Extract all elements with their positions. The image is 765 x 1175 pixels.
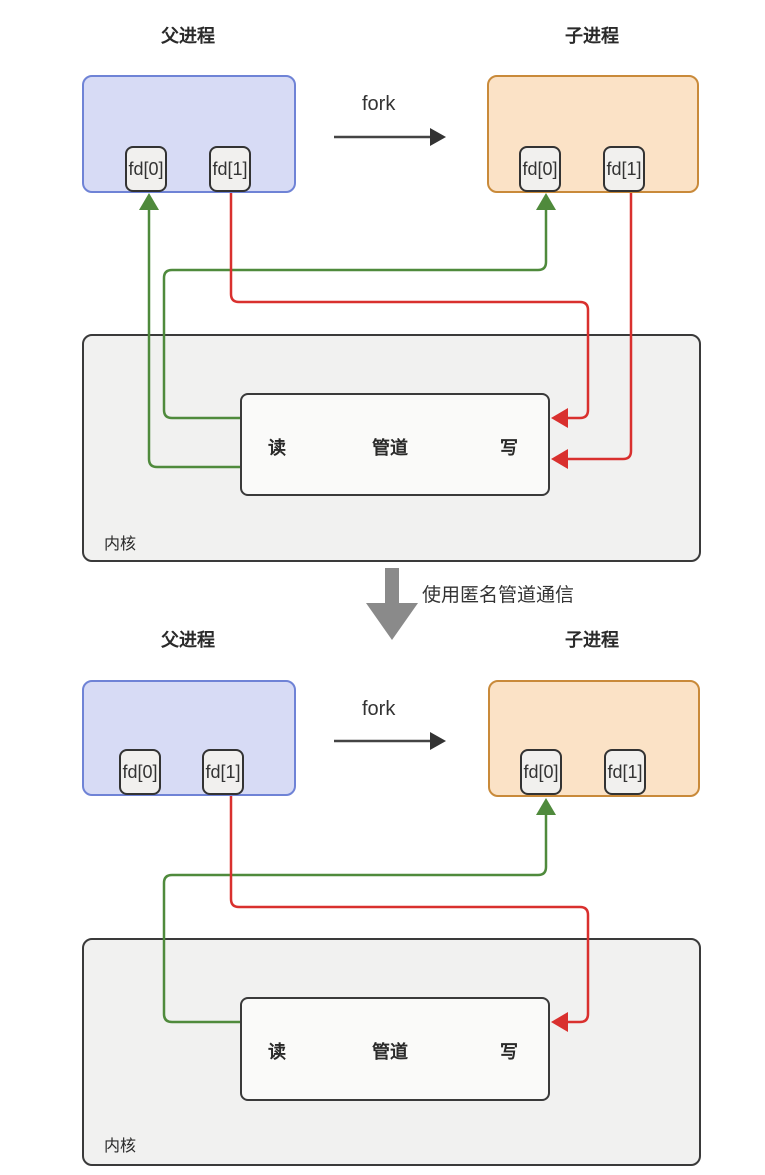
pipe-read-label: 读 [268,1042,286,1063]
parent-fd0: fd[0] [119,749,161,795]
down-arrow-icon [366,603,418,640]
fork-arrowhead-icon [430,128,446,146]
pipe-name-label: 管道 [372,438,408,459]
parent-process-box [82,680,296,796]
pipe-write-label: 写 [500,1042,518,1063]
child-fd0: fd[0] [519,146,561,192]
transition-caption: 使用匿名管道通信 [422,584,575,606]
pipe-name-label: 管道 [372,1042,408,1063]
kernel-label: 内核 [104,534,137,553]
child-process-title: 子进程 [565,630,619,651]
parent-fd1: fd[1] [202,749,244,795]
child-fd1: fd[1] [604,749,646,795]
parent-fd1: fd[1] [209,146,251,192]
child-fd1: fd[1] [603,146,645,192]
pipe-read-label: 读 [268,438,286,459]
parent-process-box [82,75,296,193]
read-arrowhead-icon [139,193,159,210]
transition-arrow-shaft [385,568,399,604]
fork-label: fork [362,698,396,720]
read-arrowhead-icon [536,798,556,815]
child-process-box [487,75,699,193]
pipe-write-label: 写 [500,438,518,459]
child-fd0: fd[0] [520,749,562,795]
fork-label: fork [362,93,396,115]
parent-process-title: 父进程 [161,630,215,651]
fork-arrowhead-icon [430,732,446,750]
kernel-label: 内核 [104,1136,137,1155]
parent-process-title: 父进程 [161,26,215,47]
read-arrowhead-icon [536,193,556,210]
parent-fd0: fd[0] [125,146,167,192]
child-process-title: 子进程 [565,26,619,47]
